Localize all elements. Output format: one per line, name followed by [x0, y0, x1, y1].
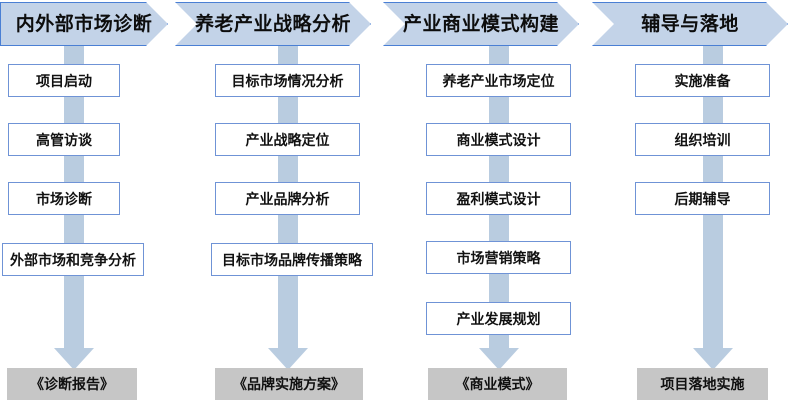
step-box-2-4[interactable]: 目标市场品牌传播策略 — [211, 243, 373, 276]
output-label-1: 《诊断报告》 — [30, 376, 114, 392]
step-box-2-3[interactable]: 产业品牌分析 — [215, 182, 360, 215]
flow-arrowhead-2 — [268, 348, 308, 370]
phase-header-label-2: 养老产业战略分析 — [194, 13, 351, 35]
step-box-1-1[interactable]: 项目启动 — [8, 64, 120, 97]
phase-header-label-1: 内外部市场诊断 — [15, 13, 153, 35]
output-box-4[interactable]: 项目落地实施 — [637, 368, 768, 400]
step-box-3-4[interactable]: 市场营销策略 — [426, 241, 571, 274]
step-label-2-2: 产业战略定位 — [245, 131, 330, 148]
step-label-3-5: 产业发展规划 — [456, 310, 541, 327]
step-box-4-3[interactable]: 后期辅导 — [635, 182, 770, 215]
step-label-4-3: 后期辅导 — [674, 190, 731, 207]
flow-arrowhead-3 — [479, 348, 519, 370]
output-label-4: 项目落地实施 — [660, 376, 745, 392]
flow-arrowhead-4 — [693, 348, 733, 370]
step-label-3-1: 养老产业市场定位 — [442, 72, 555, 89]
output-box-2[interactable]: 《品牌实施方案》 — [215, 368, 363, 400]
output-box-3[interactable]: 《商业模式》 — [428, 368, 567, 400]
phase-header-4[interactable]: 辅导与落地 — [592, 2, 788, 46]
output-box-1[interactable]: 《诊断报告》 — [7, 368, 137, 400]
step-box-2-2[interactable]: 产业战略定位 — [215, 123, 360, 156]
step-box-4-2[interactable]: 组织培训 — [635, 123, 770, 156]
step-label-3-3: 盈利模式设计 — [456, 190, 541, 207]
step-box-1-4[interactable]: 外部市场和竞争分析 — [2, 243, 144, 276]
step-label-2-4: 目标市场品牌传播策略 — [222, 251, 362, 268]
step-box-2-1[interactable]: 目标市场情况分析 — [215, 64, 360, 97]
step-label-2-1: 目标市场情况分析 — [231, 72, 344, 89]
step-label-3-4: 市场营销策略 — [456, 249, 541, 266]
flow-arrowhead-1 — [54, 348, 94, 370]
phase-header-3[interactable]: 产业商业模式构建 — [383, 2, 579, 46]
phase-header-label-3: 产业商业模式构建 — [402, 13, 559, 35]
step-label-1-2: 高管访谈 — [36, 131, 92, 148]
phase-header-1[interactable]: 内外部市场诊断 — [0, 2, 168, 46]
step-label-1-1: 项目启动 — [36, 72, 92, 89]
step-box-3-5[interactable]: 产业发展规划 — [426, 302, 571, 335]
step-box-3-2[interactable]: 商业模式设计 — [426, 123, 571, 156]
step-label-3-2: 商业模式设计 — [456, 131, 541, 148]
output-label-2: 《品牌实施方案》 — [233, 376, 345, 392]
step-box-3-3[interactable]: 盈利模式设计 — [426, 182, 571, 215]
step-box-1-3[interactable]: 市场诊断 — [8, 182, 120, 215]
step-label-2-3: 产业品牌分析 — [245, 190, 330, 207]
step-label-4-2: 组织培训 — [674, 131, 731, 148]
step-box-4-1[interactable]: 实施准备 — [635, 64, 770, 97]
output-label-3: 《商业模式》 — [455, 376, 540, 392]
step-box-3-1[interactable]: 养老产业市场定位 — [426, 64, 571, 97]
step-label-1-3: 市场诊断 — [36, 190, 92, 207]
step-label-1-4: 外部市场和竞争分析 — [10, 251, 136, 268]
phase-header-2[interactable]: 养老产业战略分析 — [175, 2, 371, 46]
phase-header-label-4: 辅导与落地 — [641, 13, 739, 35]
step-box-1-2[interactable]: 高管访谈 — [8, 123, 120, 156]
step-label-4-1: 实施准备 — [674, 72, 731, 89]
